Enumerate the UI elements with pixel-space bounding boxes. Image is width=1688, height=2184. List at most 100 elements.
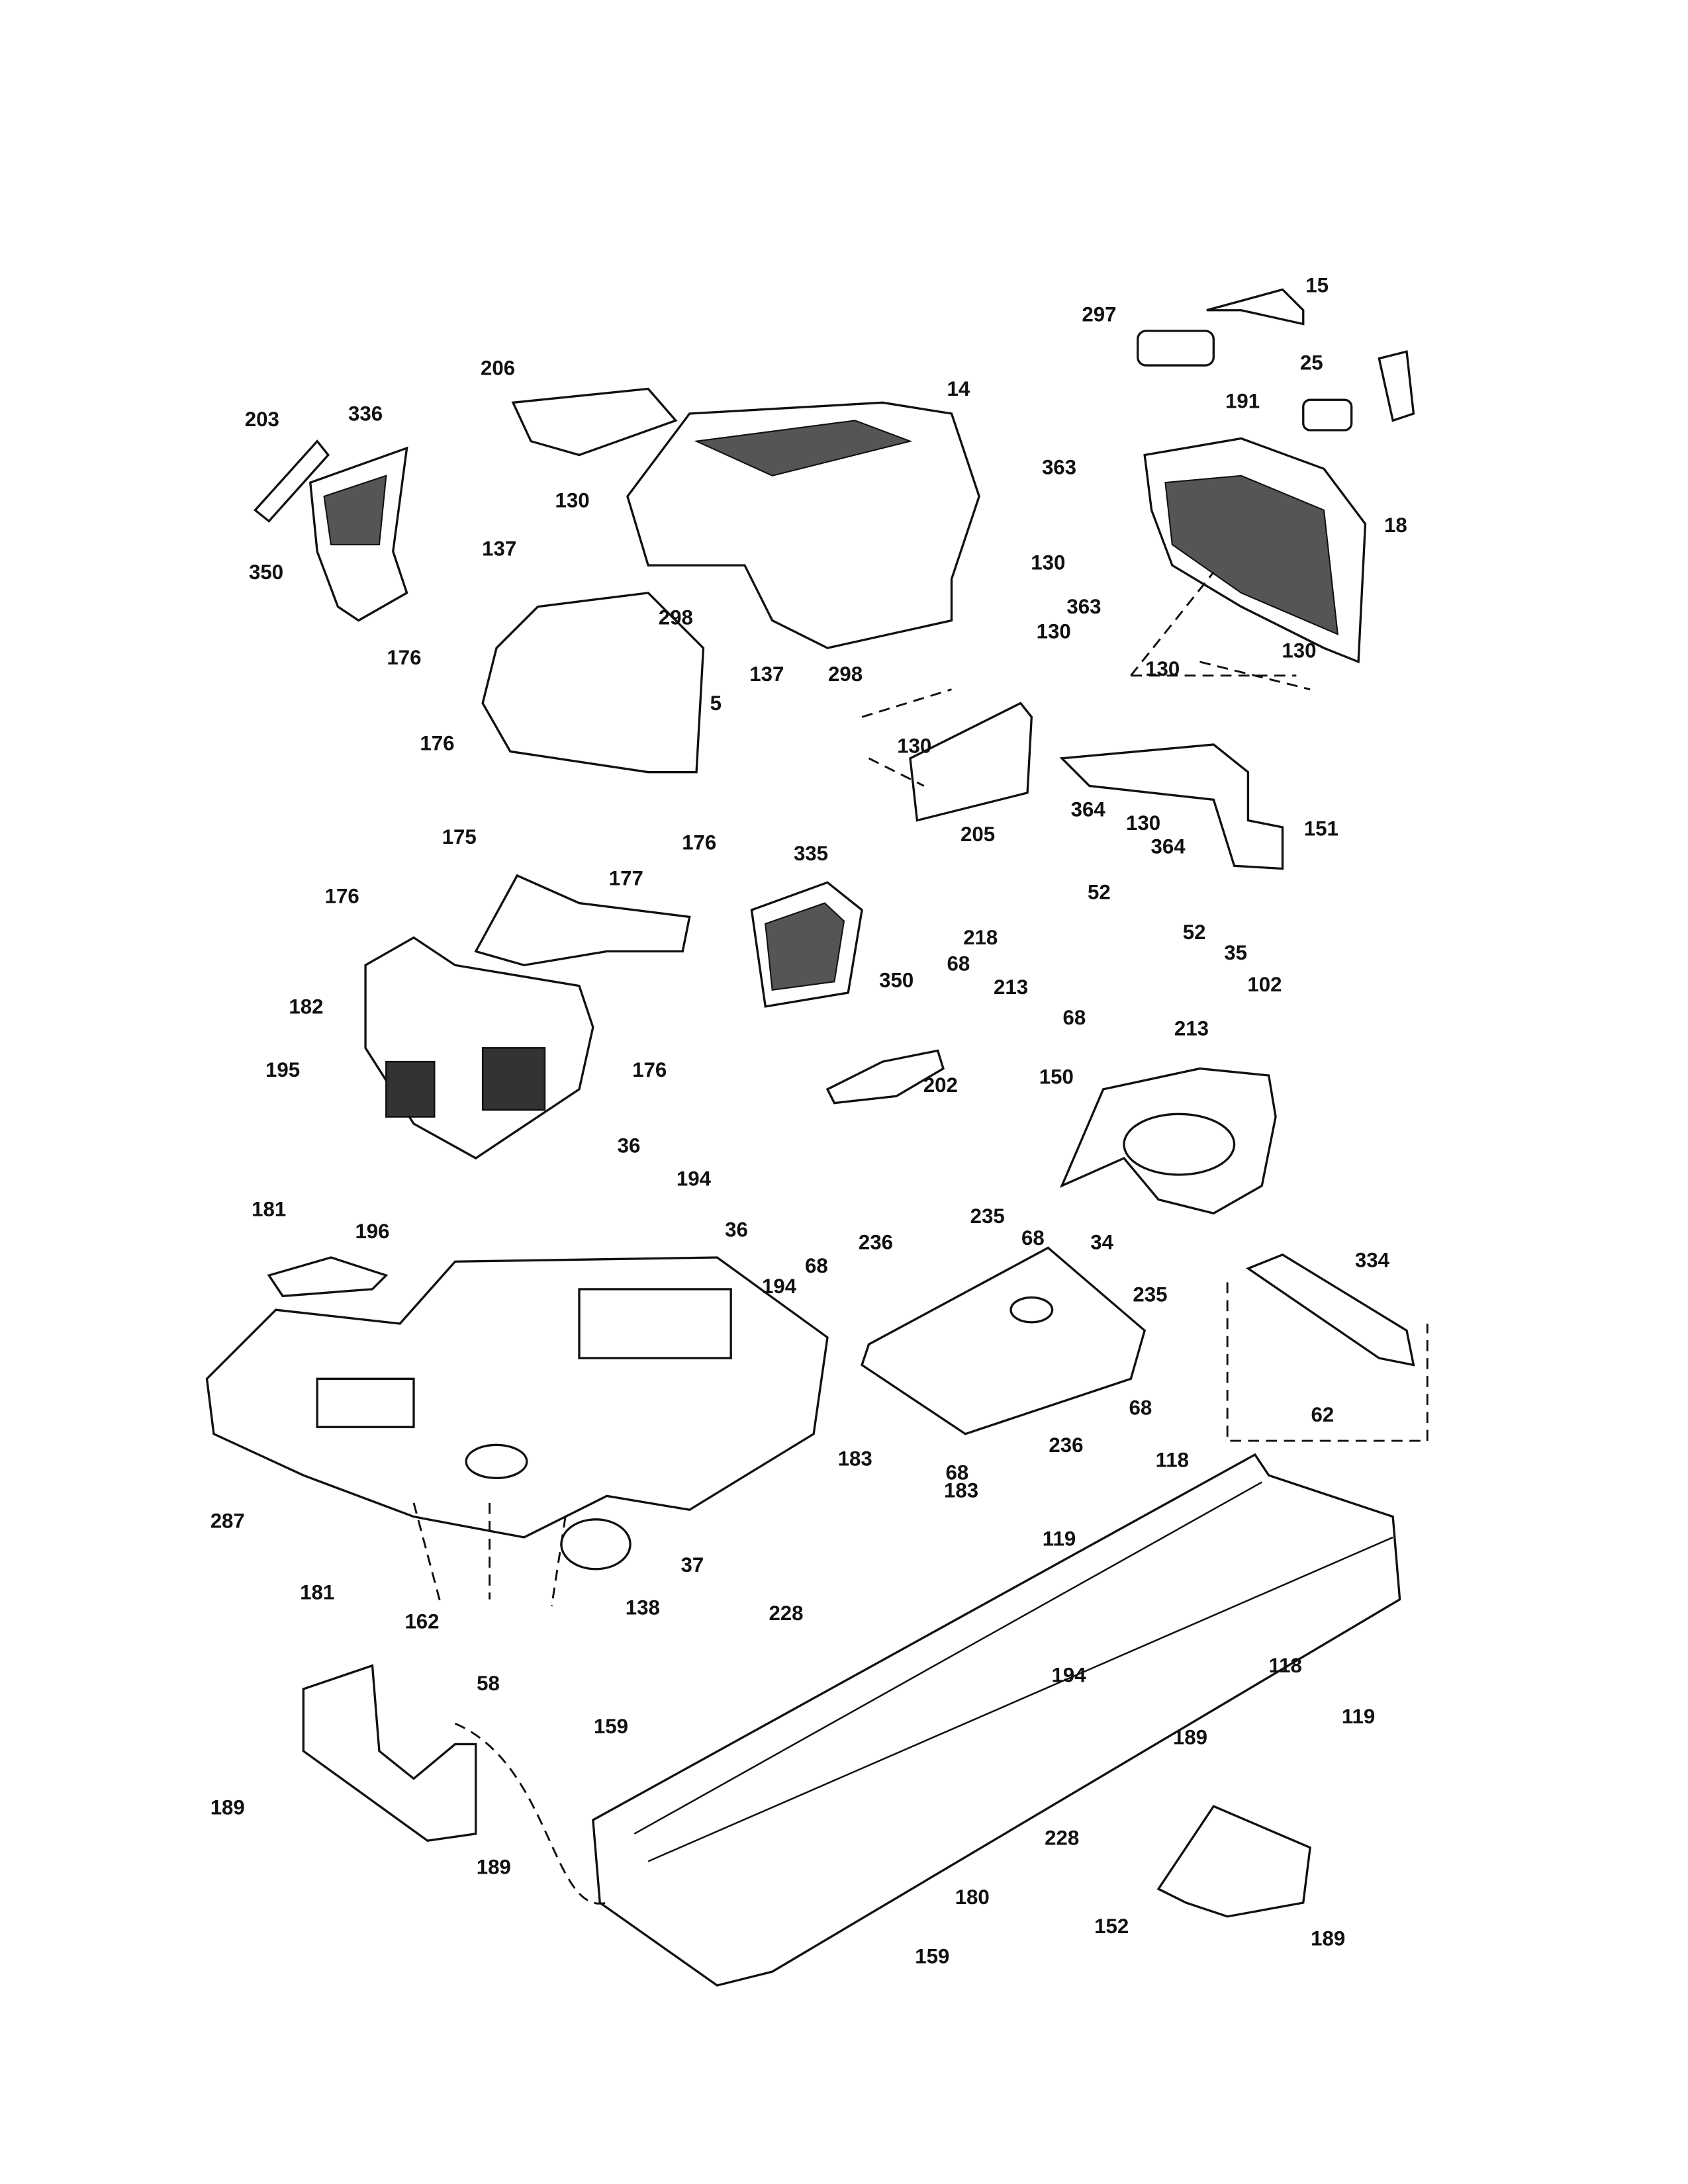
- callout-label: 176: [632, 1058, 667, 1081]
- callout-label: 152: [1094, 1915, 1129, 1938]
- callout-label: 206: [481, 357, 515, 380]
- hood-part-14: [626, 401, 980, 649]
- callout-label: 118: [1268, 1654, 1301, 1677]
- callout-label: 137: [482, 537, 516, 561]
- panel-part-205: [909, 702, 1033, 822]
- callout-label: 194: [677, 1167, 712, 1191]
- footrest-opening-2: [316, 1377, 415, 1428]
- callout-label: 14: [947, 377, 970, 400]
- callout-label: 102: [1247, 973, 1282, 996]
- hood-vent-grille: [694, 420, 913, 477]
- callout-label: 130: [1031, 551, 1065, 574]
- callout-label: 18: [1384, 514, 1407, 537]
- shroud-opening: [1123, 1113, 1236, 1176]
- callout-label: 205: [961, 823, 995, 846]
- callout-label: 52: [1183, 921, 1206, 944]
- callout-label: 130: [1145, 657, 1180, 680]
- callout-label: 68: [1063, 1006, 1086, 1029]
- callout-label: 350: [879, 969, 914, 992]
- callout-label: 130: [1037, 620, 1071, 643]
- callout-label: 58: [477, 1672, 500, 1695]
- panel-part-206: [511, 387, 678, 457]
- callout-label: 189: [1173, 1725, 1207, 1749]
- callout-label: 213: [1174, 1017, 1209, 1040]
- assembly-line: [412, 571, 1429, 1905]
- callout-label: 196: [355, 1220, 389, 1243]
- callout-label: 202: [923, 1073, 958, 1097]
- callout-label: 183: [944, 1479, 978, 1502]
- callout-label: 203: [245, 408, 279, 431]
- footrest-opening: [578, 1288, 732, 1359]
- frame-rail: [633, 1481, 1393, 1862]
- callout-label: 218: [963, 926, 998, 949]
- dash-part-5: [481, 592, 705, 774]
- grille-mesh: [1164, 475, 1339, 635]
- bracket-part-151: [1059, 743, 1284, 870]
- callout-label: 236: [1049, 1433, 1083, 1457]
- callout-label: 176: [325, 885, 359, 908]
- callout-label: 364: [1151, 835, 1186, 858]
- callout-label: 181: [252, 1198, 286, 1221]
- callout-label: 183: [838, 1447, 872, 1471]
- callout-label: 363: [1042, 456, 1076, 479]
- plate-part-34: [861, 1246, 1147, 1435]
- callout-label: 189: [477, 1855, 511, 1878]
- callout-label: 182: [289, 995, 323, 1018]
- callout-label: 35: [1224, 941, 1247, 964]
- bracket-part-203: [253, 439, 330, 523]
- callout-label: 236: [859, 1231, 893, 1254]
- callout-label: 68: [947, 952, 970, 976]
- callout-label: 118: [1156, 1449, 1189, 1472]
- callout-label: 159: [594, 1715, 628, 1738]
- callout-label: 34: [1090, 1231, 1113, 1254]
- callout-label: 130: [1282, 639, 1316, 662]
- callout-label: 194: [762, 1275, 797, 1298]
- callout-label: 130: [897, 735, 931, 758]
- callout-label: 350: [249, 561, 283, 584]
- callout-label: 68: [945, 1461, 968, 1484]
- bracket-part-58: [302, 1664, 477, 1842]
- callout-label: 213: [994, 976, 1028, 999]
- callout-label: 363: [1066, 595, 1101, 618]
- callout-label: 162: [404, 1610, 439, 1633]
- trim-part-202: [825, 1049, 945, 1105]
- callout-label: 36: [725, 1218, 748, 1242]
- callout-label: 176: [682, 831, 716, 854]
- callout-label: 189: [1311, 1927, 1345, 1950]
- callout-label: 37: [680, 1553, 704, 1576]
- callout-label: 180: [955, 1886, 990, 1909]
- callout-label: 191: [1225, 390, 1260, 413]
- callout-label: 228: [1045, 1827, 1079, 1850]
- callout-label: 298: [828, 662, 863, 686]
- footrest-part-37: [205, 1256, 829, 1539]
- callout-label: 177: [609, 867, 643, 890]
- frame-part-180: [592, 1453, 1401, 1987]
- callout-label: 5: [710, 692, 722, 715]
- callout-label: 137: [749, 662, 784, 686]
- console-window-2: [481, 1047, 546, 1111]
- callout-label: 130: [1126, 811, 1160, 835]
- footrest-hole: [465, 1443, 528, 1479]
- callout-label: 119: [1342, 1705, 1375, 1728]
- plate-hole: [1009, 1296, 1054, 1324]
- callout-label: 175: [442, 825, 477, 848]
- callout-label: 297: [1082, 302, 1116, 326]
- callout-label: 68: [1129, 1396, 1152, 1420]
- callout-label: 159: [915, 1945, 949, 1968]
- callout-label: 335: [794, 842, 828, 865]
- callout-label: 151: [1304, 817, 1338, 841]
- callout-label: 15: [1305, 274, 1329, 297]
- callout-label: 336: [348, 402, 383, 425]
- grille-mesh-335: [765, 902, 845, 991]
- callout-label: 176: [387, 646, 421, 669]
- callout-label: 62: [1311, 1403, 1335, 1426]
- callout-label: 68: [805, 1254, 828, 1277]
- callout-label: 181: [300, 1581, 334, 1604]
- light-part-191: [1302, 398, 1353, 432]
- callout-label: 298: [659, 606, 693, 629]
- light-part-297: [1137, 330, 1215, 367]
- bracket-part-334: [1245, 1253, 1415, 1367]
- callout-label: 287: [211, 1509, 245, 1532]
- callout-label: 138: [626, 1596, 660, 1619]
